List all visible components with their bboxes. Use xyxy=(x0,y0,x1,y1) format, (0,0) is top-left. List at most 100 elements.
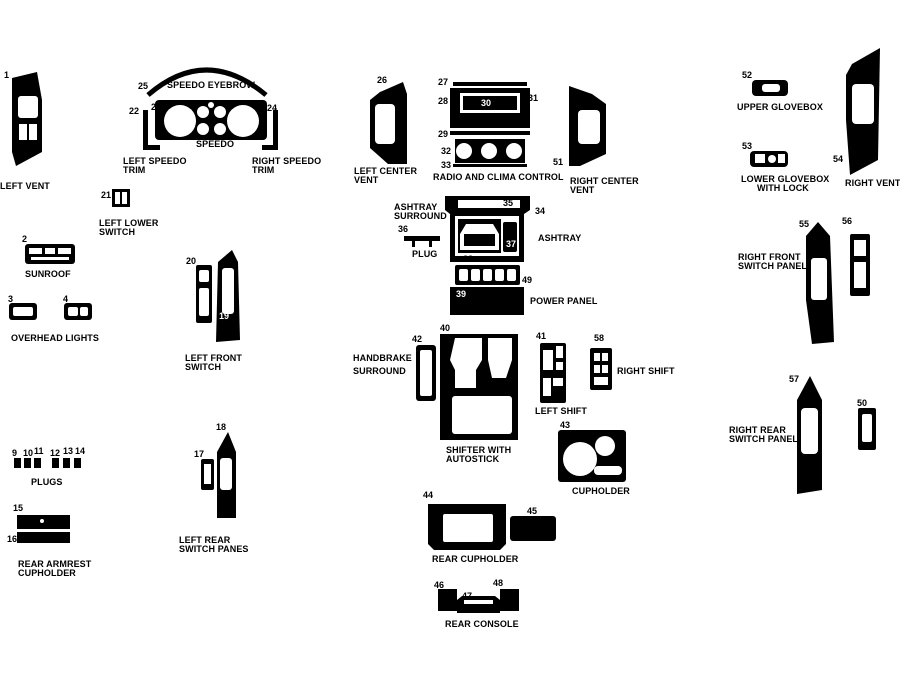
part-overhead-light-left xyxy=(9,303,37,320)
part-number-29: 29 xyxy=(438,129,448,139)
part-number-46: 46 xyxy=(434,580,444,590)
part-number-43: 43 xyxy=(560,420,570,430)
label-left-front-switch-2: SWITCH xyxy=(185,362,221,372)
part-number-52: 52 xyxy=(742,70,752,80)
part-number-44: 44 xyxy=(423,490,433,500)
part-speedo xyxy=(155,100,267,140)
part-rear-console xyxy=(438,589,519,613)
part-number-14: 14 xyxy=(75,446,85,456)
part-number-11: 11 xyxy=(34,446,44,456)
part-rear-cupholder xyxy=(428,504,506,550)
part-lower-glovebox xyxy=(750,151,788,167)
label-right-rear-switch-1: RIGHT REAR xyxy=(729,425,786,435)
part-right-rear-switch-small xyxy=(858,408,876,450)
part-number-22: 22 xyxy=(129,106,139,116)
label-left-center-vent-1: LEFT CENTER xyxy=(354,166,417,176)
label-left-center-vent-2: VENT xyxy=(354,175,379,185)
part-left-front-switch-small xyxy=(196,265,212,323)
part-number-42: 42 xyxy=(412,334,422,344)
part-number-45: 45 xyxy=(527,506,537,516)
part-number-32: 32 xyxy=(441,146,451,156)
part-number-40: 40 xyxy=(440,323,450,333)
part-number-4: 4 xyxy=(63,294,68,304)
part-number-2: 2 xyxy=(22,234,27,244)
label-left-vent: LEFT VENT xyxy=(0,181,50,191)
label-ashtray: ASHTRAY xyxy=(538,233,581,243)
label-right-vent: RIGHT VENT xyxy=(845,178,900,188)
label-rear-armrest-1: REAR ARMREST xyxy=(18,559,92,569)
label-left-lower-switch-1: LEFT LOWER xyxy=(99,218,159,228)
label-upper-glovebox: UPPER GLOVEBOX xyxy=(737,102,823,112)
label-right-front-switch-1: RIGHT FRONT xyxy=(738,252,801,262)
part-number-27: 27 xyxy=(438,77,448,87)
part-left-rear-switch-panel xyxy=(217,432,236,518)
part-shifter xyxy=(440,334,518,440)
part-number-18: 18 xyxy=(216,422,226,432)
part-right-front-switch-small xyxy=(850,234,870,296)
label-left-rear-switch-1: LEFT REAR xyxy=(179,535,231,545)
part-plugs xyxy=(14,458,81,468)
part-number-58: 58 xyxy=(594,333,604,343)
part-number-23: 23 xyxy=(151,102,161,112)
part-number-47: 47 xyxy=(462,591,472,601)
label-right-front-switch-2: SWITCH PANEL xyxy=(738,261,807,271)
part-number-21: 21 xyxy=(101,190,111,200)
part-number-55: 55 xyxy=(799,219,809,229)
part-number-9: 9 xyxy=(12,448,17,458)
label-rear-armrest-2: CUPHOLDER xyxy=(18,568,76,578)
label-lower-glovebox-2: WITH LOCK xyxy=(757,183,809,193)
label-plugs: PLUGS xyxy=(31,477,63,487)
part-plug xyxy=(404,236,440,247)
part-number-1: 1 xyxy=(4,70,9,80)
label-shifter-1: SHIFTER WITH xyxy=(446,445,511,455)
label-left-shift: LEFT SHIFT xyxy=(535,406,587,416)
part-left-front-switch-panel xyxy=(216,250,240,342)
label-left-rear-switch-2: SWITCH PANES xyxy=(179,544,249,554)
part-speedo-eyebrow xyxy=(146,67,268,97)
part-number-19: 19 xyxy=(219,311,229,321)
label-sunroof: SUNROOF xyxy=(25,269,71,279)
part-number-53: 53 xyxy=(742,141,752,151)
part-number-12: 12 xyxy=(50,448,60,458)
label-speedo: SPEEDO xyxy=(196,139,234,149)
part-number-10: 10 xyxy=(23,448,33,458)
part-overhead-light-right xyxy=(64,303,92,320)
part-rear-cupholder-lid xyxy=(510,516,556,541)
part-number-34: 34 xyxy=(535,206,545,216)
part-number-39: 39 xyxy=(456,289,466,299)
part-left-shift xyxy=(540,343,566,403)
part-left-center-vent xyxy=(370,82,407,164)
part-number-13: 13 xyxy=(63,446,73,456)
label-lower-glovebox-1: LOWER GLOVEBOX xyxy=(741,174,829,184)
label-rear-cupholder: REAR CUPHOLDER xyxy=(432,554,519,564)
part-left-rear-switch-small xyxy=(201,459,214,490)
label-right-center-vent-1: RIGHT CENTER xyxy=(570,176,639,186)
part-number-16: 16 xyxy=(7,534,17,544)
part-left-lower-switch xyxy=(112,189,130,207)
label-right-speedo-trim-2: TRIM xyxy=(252,165,274,175)
part-sunroof xyxy=(25,244,75,264)
part-number-57: 57 xyxy=(789,374,799,384)
part-number-20: 20 xyxy=(186,256,196,266)
part-number-35: 35 xyxy=(503,198,513,208)
label-radio-clima: RADIO AND CLIMA CONTROL xyxy=(433,172,564,182)
part-number-31: 31 xyxy=(528,93,538,103)
part-radio-clima xyxy=(450,82,530,167)
part-number-37: 37 xyxy=(506,239,516,249)
part-left-speedo-trim xyxy=(143,110,160,150)
part-switch-row xyxy=(455,265,520,285)
label-left-speedo-trim-1: LEFT SPEEDO xyxy=(123,156,187,166)
part-cupholder xyxy=(558,430,626,482)
part-right-front-switch-panel xyxy=(806,222,834,344)
part-right-speedo-trim xyxy=(262,110,278,150)
part-number-54: 54 xyxy=(833,154,843,164)
part-ashtray-surround xyxy=(445,196,530,262)
label-left-lower-switch-2: SWITCH xyxy=(99,227,135,237)
part-number-30: 30 xyxy=(481,98,491,108)
label-shifter-2: AUTOSTICK xyxy=(446,454,500,464)
part-rear-armrest-cupholder xyxy=(17,515,70,543)
label-right-rear-switch-2: SWITCH PANEL xyxy=(729,434,798,444)
part-number-56: 56 xyxy=(842,216,852,226)
